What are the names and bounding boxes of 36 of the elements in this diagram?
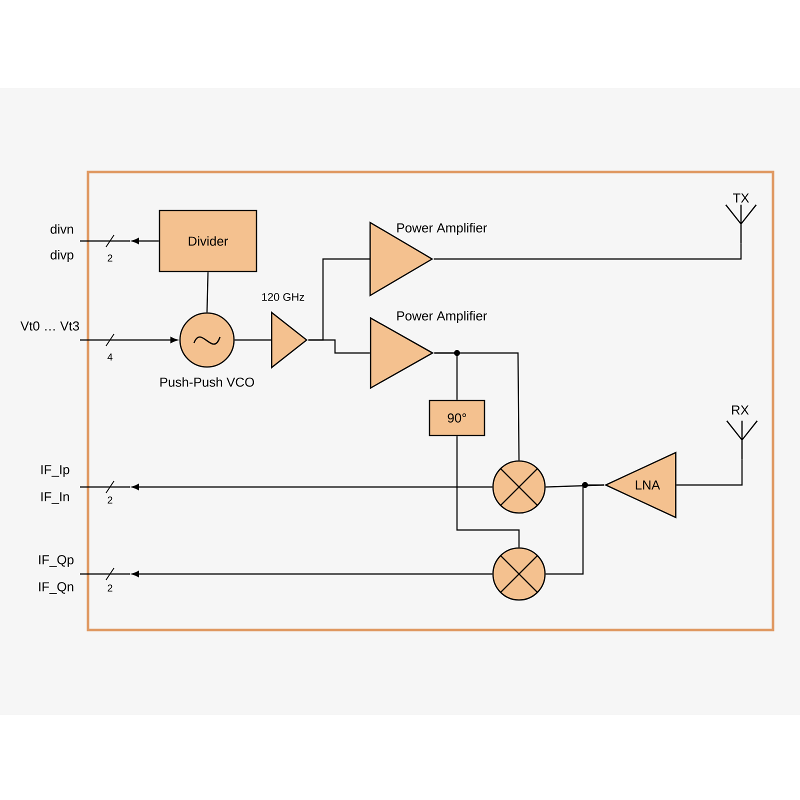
bus-width: 2 (108, 584, 112, 592)
bus-width: 2 (108, 496, 112, 504)
pin-label: IF_Qn (39, 582, 74, 594)
signal-arrow (132, 570, 492, 578)
signal-line (546, 484, 604, 575)
pin-label: IF_Qp (39, 555, 74, 567)
block-box: 90° (428, 400, 486, 436)
block-caption: Push-Push VCO (160, 377, 254, 387)
signal-arrow (132, 484, 492, 490)
oscillator-circle (179, 312, 235, 368)
signal-line (308, 339, 370, 354)
signal-line (434, 243, 742, 260)
bus-width: 2 (108, 254, 112, 262)
signal-line (456, 436, 520, 548)
block-caption: TX (733, 194, 750, 202)
pin-label: IF_In (41, 492, 69, 504)
signal-line (434, 352, 520, 460)
frequency-label: 120 GHz (262, 293, 304, 301)
antenna-symbol (725, 204, 757, 244)
block-caption: Power Amplifier (397, 310, 487, 324)
mixer-circle (492, 460, 546, 514)
signal-line (234, 339, 271, 341)
pin-label: Vt0 … Vt3 (20, 321, 80, 331)
pin-label: divn (50, 224, 74, 234)
signal-line (676, 459, 743, 486)
pin-label: divp (50, 250, 74, 262)
antenna-symbol (726, 420, 758, 460)
signal-line (206, 272, 209, 312)
signal-arrow (132, 238, 159, 244)
bus-width: 4 (107, 354, 112, 360)
block-box: Divider (158, 210, 258, 272)
block-caption: RX (732, 406, 749, 414)
signal-arrow (130, 336, 178, 344)
block-caption: Power Amplifier (397, 222, 487, 236)
pin-label: IF_Ip (41, 465, 70, 477)
mixer-circle (492, 547, 546, 601)
